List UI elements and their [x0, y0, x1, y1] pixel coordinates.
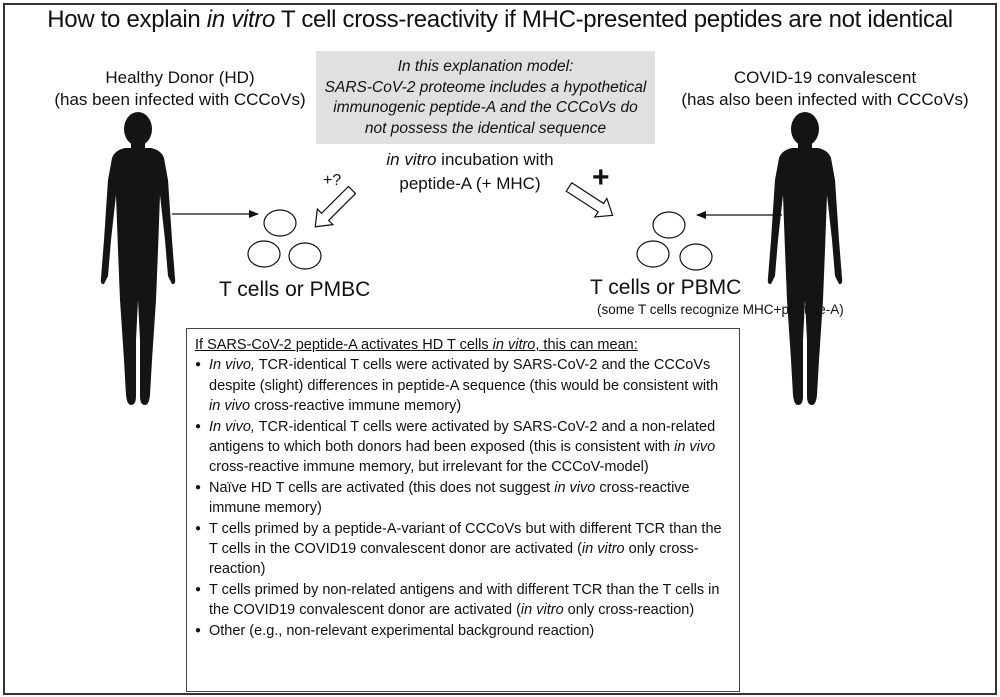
bullet-italic: in vitro [581, 541, 625, 558]
incubation-line1: incubation with [436, 150, 554, 169]
right-cells-label: T cells or PBMC [590, 276, 742, 299]
convalescent-donor-subtitle: (has also been infected with CCCoVs) [681, 90, 969, 109]
bullet-italic: in vivo [554, 479, 596, 496]
incubation-label: in vitro incubation with peptide-A (+ MH… [355, 148, 585, 196]
left-cells-label: T cells or PMBC [219, 278, 371, 301]
bullet-text-end: cross-reactive immune memory) [250, 398, 462, 415]
incubation-line2: peptide-A (+ MHC) [399, 174, 541, 193]
bullet-text: T cells primed by non-related antigens a… [209, 581, 720, 619]
positive-activation-sign: + [592, 161, 610, 194]
convalescent-donor-silhouette-icon [767, 112, 843, 405]
model-box-line: not possess the identical sequence [364, 119, 607, 137]
title-text-post: T cell cross-reactivity if MHC-presented… [275, 6, 953, 33]
figure-frame [3, 3, 997, 695]
healthy-donor-subtitle: (has been infected with CCCoVs) [54, 90, 306, 109]
heading-pre: If SARS-CoV-2 peptide-A activates HD T c… [195, 337, 493, 353]
interpretation-bullet: In vivo, TCR-identical T cells were acti… [195, 417, 731, 478]
model-box-line: immunogenic peptide-A and the CCCoVs do [333, 99, 638, 116]
bullet-text: T cells primed by a peptide-A-variant of… [209, 520, 722, 558]
bullet-italic-lead: In vivo, [209, 418, 255, 435]
bullet-italic: in vitro [520, 602, 564, 619]
bullet-italic: in vivo [674, 439, 716, 456]
bullet-text: Other (e.g., non-relevant experimental b… [209, 622, 595, 639]
uncertain-activation-sign: +? [323, 172, 342, 189]
figure-title: How to explain in vitro T cell cross-rea… [0, 6, 1000, 34]
convalescent-donor-title: COVID-19 convalescent [733, 68, 917, 87]
bullet-italic: in vivo [209, 398, 251, 415]
interpretation-heading: If SARS-CoV-2 peptide-A activates HD T c… [195, 335, 731, 355]
title-text-italic: in vitro [206, 6, 276, 33]
right-cell-cluster-icon [636, 211, 713, 271]
interpretation-bullet: T cells primed by non-related antigens a… [195, 580, 731, 621]
left-hollow-arrow-icon [314, 185, 357, 228]
bullet-text-end: cross-reactive immune memory, but irrele… [209, 459, 649, 476]
bullet-text: TCR-identical T cells were activated by … [209, 418, 716, 456]
convalescent-donor-label: COVID-19 convalescent (has also been inf… [670, 67, 980, 111]
bullet-text-end: cross-reactive immune memory) [209, 479, 690, 517]
interpretation-bullet: T cells primed by a peptide-A-variant of… [195, 519, 731, 580]
explanation-model-box: In this explanation model: SARS-CoV-2 pr… [316, 51, 655, 144]
bullet-italic-lead: In vivo, [209, 357, 255, 374]
bullet-text-end: only cross-reaction) [209, 541, 699, 578]
interpretation-bullet: In vivo, TCR-identical T cells were acti… [195, 355, 731, 416]
right-hollow-arrow-icon [565, 181, 614, 218]
bullet-text: Naïve HD T cells are activated (this doe… [209, 479, 555, 496]
bullet-text-end: only cross-reaction) [563, 602, 695, 619]
interpretation-box: If SARS-CoV-2 peptide-A activates HD T c… [186, 328, 740, 692]
incubation-italic: in vitro [386, 150, 437, 169]
interpretation-bullet: Naïve HD T cells are activated (this doe… [195, 478, 731, 519]
model-box-line: In this explanation model: [397, 58, 574, 75]
model-box-line: SARS-CoV-2 proteome includes a hypotheti… [324, 78, 647, 96]
title-text-pre: How to explain [47, 6, 207, 33]
right-cells-sublabel: (some T cells recognize MHC+peptide-A) [597, 302, 844, 317]
healthy-donor-silhouette-icon [100, 112, 176, 405]
bullet-text: TCR-identical T cells were activated by … [209, 357, 719, 394]
healthy-donor-label: Healthy Donor (HD) (has been infected wi… [30, 67, 330, 111]
interpretation-bullet: Other (e.g., non-relevant experimental b… [195, 621, 731, 642]
left-cell-cluster-icon [247, 209, 322, 270]
heading-post: , this can mean: [535, 337, 638, 353]
healthy-donor-title: Healthy Donor (HD) [105, 68, 255, 87]
heading-italic: in vitro [492, 337, 536, 353]
